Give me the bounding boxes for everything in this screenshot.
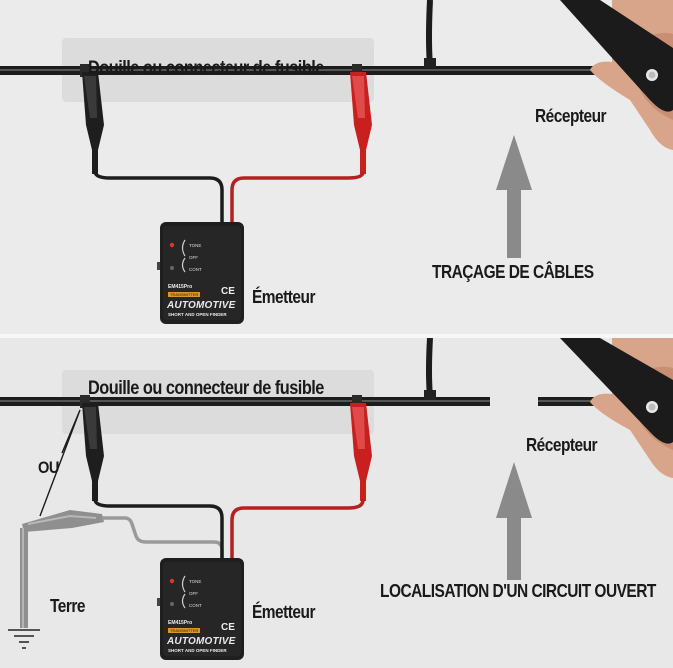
or-indicator-lines (39, 409, 81, 517)
top-ce-mark: CE (221, 286, 235, 297)
top-switch-cont: CONT (189, 267, 202, 272)
red-lead-bottom (230, 499, 365, 558)
top-model-label: EM415Pro (168, 284, 193, 290)
bottom-subtitle-label: SHORT AND OPEN FINDER (168, 648, 227, 653)
receiver-device-bottom (560, 338, 673, 478)
cable-tracing-panel: Douille ou connecteur de fusible Récepte… (0, 0, 673, 324)
bottom-transmitter-label: Émetteur (252, 602, 315, 622)
bottom-switch-off: OFF (189, 591, 198, 596)
black-lead-bottom (93, 499, 224, 558)
bottom-connector-label: Douille ou connecteur de fusible (88, 378, 324, 399)
black-alligator-clip (82, 72, 104, 174)
bottom-receiver-label: Récepteur (526, 435, 598, 455)
bottom-ce-mark: CE (221, 622, 235, 633)
bottom-switch-cont: CONT (189, 603, 202, 608)
ground-symbol (8, 629, 40, 649)
top-switch-tone: TONE (189, 243, 202, 248)
black-lead (93, 171, 224, 222)
bottom-switch-tone: TONE (189, 579, 202, 584)
bottom-brand-label: AUTOMOTIVE (167, 636, 236, 647)
black-alligator-clip-bottom (82, 403, 104, 501)
gray-ground-clip (22, 510, 104, 532)
tracing-arrow (496, 135, 532, 258)
open-circuit-arrow (496, 462, 532, 580)
gray-lead (102, 516, 224, 558)
red-lead (230, 171, 365, 222)
bottom-mode-label: LOCALISATION D'UN CIRCUIT OUVERT (380, 581, 656, 601)
receiver-probe-cable-bottom (426, 338, 433, 398)
bottom-panel-drawing (0, 338, 673, 660)
top-subtitle-label: SHORT AND OPEN FINDER (168, 312, 227, 317)
or-label: OU (38, 458, 59, 477)
top-switch-off: OFF (189, 255, 198, 260)
panel-divider (0, 334, 673, 338)
top-transmitter-label: Émetteur (252, 287, 315, 307)
open-circuit-panel: Douille ou connecteur de fusible Récepte… (0, 338, 673, 668)
top-mode-label: TRAÇAGE DE CÂBLES (432, 262, 594, 282)
top-brand-label: AUTOMOTIVE (167, 300, 236, 311)
top-transmitter-badge: TRANSMITTER (168, 292, 201, 297)
red-alligator-clip-bottom (350, 403, 372, 501)
receiver-device-top (560, 0, 673, 150)
receiver-probe-cable (426, 0, 433, 67)
bottom-transmitter-badge: TRANSMITTER (168, 628, 201, 633)
top-panel-drawing (0, 0, 673, 324)
red-alligator-clip (350, 72, 372, 174)
ground-label: Terre (50, 596, 86, 616)
bottom-model-label: EM415Pro (168, 620, 193, 626)
top-receiver-label: Récepteur (535, 106, 607, 126)
top-connector-label: Douille ou connecteur de fusible (88, 58, 324, 79)
